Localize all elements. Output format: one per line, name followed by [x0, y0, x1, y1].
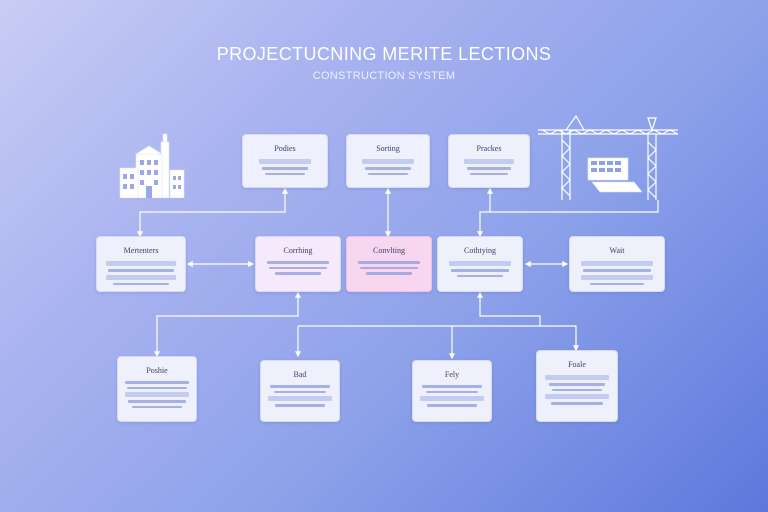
node-text-lines	[358, 261, 420, 275]
node-text-lines	[268, 385, 332, 407]
connector-top-left	[137, 187, 288, 238]
connector-bottom-left	[154, 291, 301, 358]
node-text-lines	[267, 261, 329, 275]
connector-bottom-right	[477, 291, 579, 352]
diagram-subtitle: CONSTRUCTION SYSTEM	[312, 70, 456, 82]
node-label: Convlting	[372, 246, 405, 255]
node-label: Prackes	[476, 144, 502, 153]
node-convlting[interactable]: Convlting	[346, 236, 432, 292]
node-label: Wait	[609, 246, 625, 255]
connector-crane	[490, 200, 659, 213]
crane-icon	[538, 114, 679, 200]
node-text-lines	[581, 261, 653, 285]
node-label: Poshie	[146, 366, 168, 375]
connector-top-right	[477, 187, 493, 238]
node-fely[interactable]: Fely	[412, 360, 492, 422]
node-foale[interactable]: Foale	[536, 350, 618, 422]
node-label: Foale	[568, 360, 586, 369]
node-label: Fely	[444, 370, 460, 379]
node-bad[interactable]: Bad	[260, 360, 340, 422]
node-label: Cothtying	[463, 246, 496, 255]
node-wait[interactable]: Wait	[569, 236, 665, 292]
node-label: Mertenters	[123, 246, 159, 255]
building-icon	[119, 133, 185, 198]
node-text-lines	[449, 261, 511, 277]
node-label: Sorting	[376, 144, 400, 153]
node-corrhing[interactable]: Corrhing	[255, 236, 341, 292]
node-label: Corrhing	[283, 246, 313, 255]
node-text-lines	[362, 159, 414, 175]
node-prackes[interactable]: Prackes	[448, 134, 530, 188]
node-text-lines	[420, 385, 484, 407]
node-cothtying[interactable]: Cothtying	[437, 236, 523, 292]
node-sorting[interactable]: Sorting	[346, 134, 430, 188]
node-label: Podies	[274, 144, 296, 153]
node-podies[interactable]: Podies	[242, 134, 328, 188]
node-mertenters[interactable]: Mertenters	[96, 236, 186, 292]
node-text-lines	[545, 375, 609, 405]
node-text-lines	[464, 159, 514, 175]
diagram-title: PROJECTUCNING MERITE LECTIONS	[216, 44, 552, 64]
node-poshie[interactable]: Poshie	[117, 356, 197, 422]
node-label: Bad	[293, 370, 307, 379]
node-text-lines	[259, 159, 311, 175]
node-text-lines	[106, 261, 176, 285]
node-text-lines	[125, 381, 189, 408]
